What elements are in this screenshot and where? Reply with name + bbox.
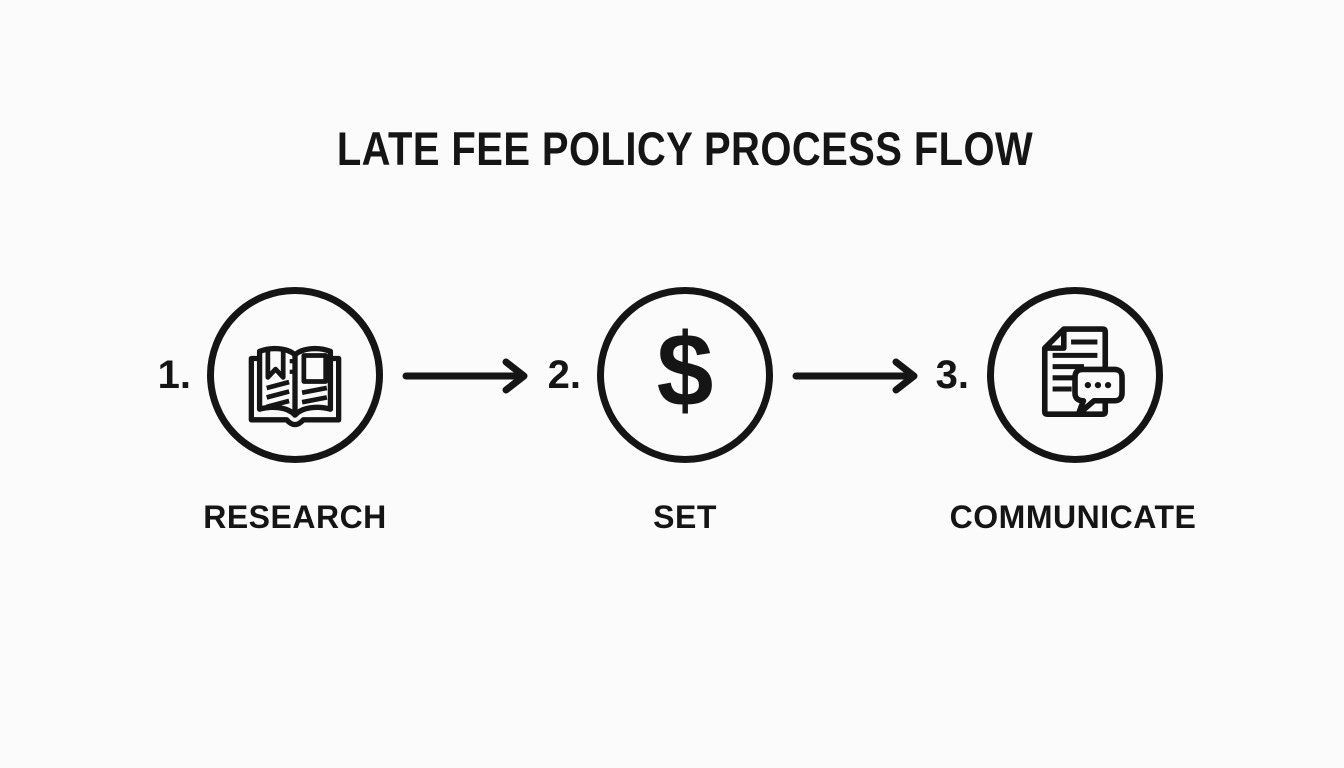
document-chat-icon xyxy=(1041,326,1125,417)
step-number-3: 3. xyxy=(935,353,969,397)
step-circle-communicate xyxy=(987,287,1163,463)
step-label-communicate: COMMUNICATE xyxy=(949,499,1197,535)
step-label-set: SET xyxy=(653,499,717,535)
dollar-sign-icon: $ xyxy=(656,313,714,429)
step-circle-set: $ xyxy=(597,287,773,463)
step-number-1: 1. xyxy=(157,353,191,397)
open-book-icon xyxy=(248,345,342,428)
step-label-research: RESEARCH xyxy=(203,499,387,535)
step-circle-research xyxy=(207,287,383,463)
arrow-right-icon xyxy=(792,358,918,394)
arrow-right-icon xyxy=(402,358,528,394)
step-number-2: 2. xyxy=(547,353,581,397)
diagram-title: LATE FEE POLICY PROCESS FLOW xyxy=(336,122,1034,175)
